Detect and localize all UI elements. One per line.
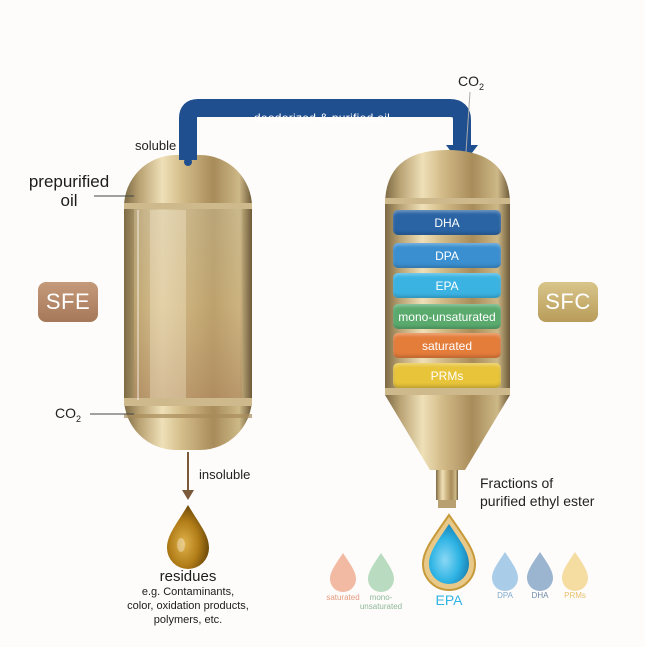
sfc-badge: SFC [538, 282, 598, 322]
sfe-badge: SFE [38, 282, 98, 322]
drop-label-prms: PRMs [564, 591, 586, 600]
drop-saturated [330, 553, 356, 592]
drop-label-epa: EPA [435, 592, 463, 608]
band-mono-unsaturated: mono-unsaturated [393, 304, 501, 329]
co2-left-label: CO2 [55, 405, 82, 424]
insoluble-arrow [182, 452, 194, 500]
residue-drop [167, 505, 209, 569]
drop-dha [527, 552, 553, 591]
drop-label-dpa: DPA [497, 591, 513, 600]
soluble-label: soluble [135, 138, 177, 153]
residues-block: residues e.g. Contaminants, color, oxida… [108, 568, 268, 627]
sfc-vessel [385, 150, 510, 508]
drop-label-dha: DHA [531, 591, 549, 600]
residues-title: residues [159, 568, 217, 585]
fractions-label: Fractions of purified ethyl ester [480, 475, 595, 509]
prepurified-oil-label: prepurified oil [28, 172, 110, 210]
band-prms: PRMs [393, 363, 501, 388]
band-dpa: DPA [393, 243, 501, 268]
insoluble-label: insoluble [199, 467, 251, 482]
drop-label-mono-unsaturated: mono- unsaturated [359, 593, 403, 611]
drop-prms [562, 552, 588, 591]
drop-mono-unsaturated [368, 553, 394, 592]
co2-right-pointer [465, 91, 471, 153]
co2-right-label: CO2 [458, 73, 485, 92]
sfe-vessel [124, 155, 252, 450]
fraction-drops [330, 513, 588, 592]
drop-label-saturated: saturated [326, 593, 360, 602]
residues-line-3: polymers, etc. [153, 614, 223, 626]
residues-line-2: color, oxidation products, [127, 600, 249, 612]
band-saturated: saturated [393, 333, 501, 358]
band-epa: EPA [393, 273, 501, 298]
drop-epa [429, 524, 469, 584]
drop-dpa [492, 552, 518, 591]
residues-line-1: e.g. Contaminants, [141, 586, 235, 598]
band-dha: DHA [393, 210, 501, 235]
pipe-label: deodorized & purified oil [254, 111, 390, 125]
